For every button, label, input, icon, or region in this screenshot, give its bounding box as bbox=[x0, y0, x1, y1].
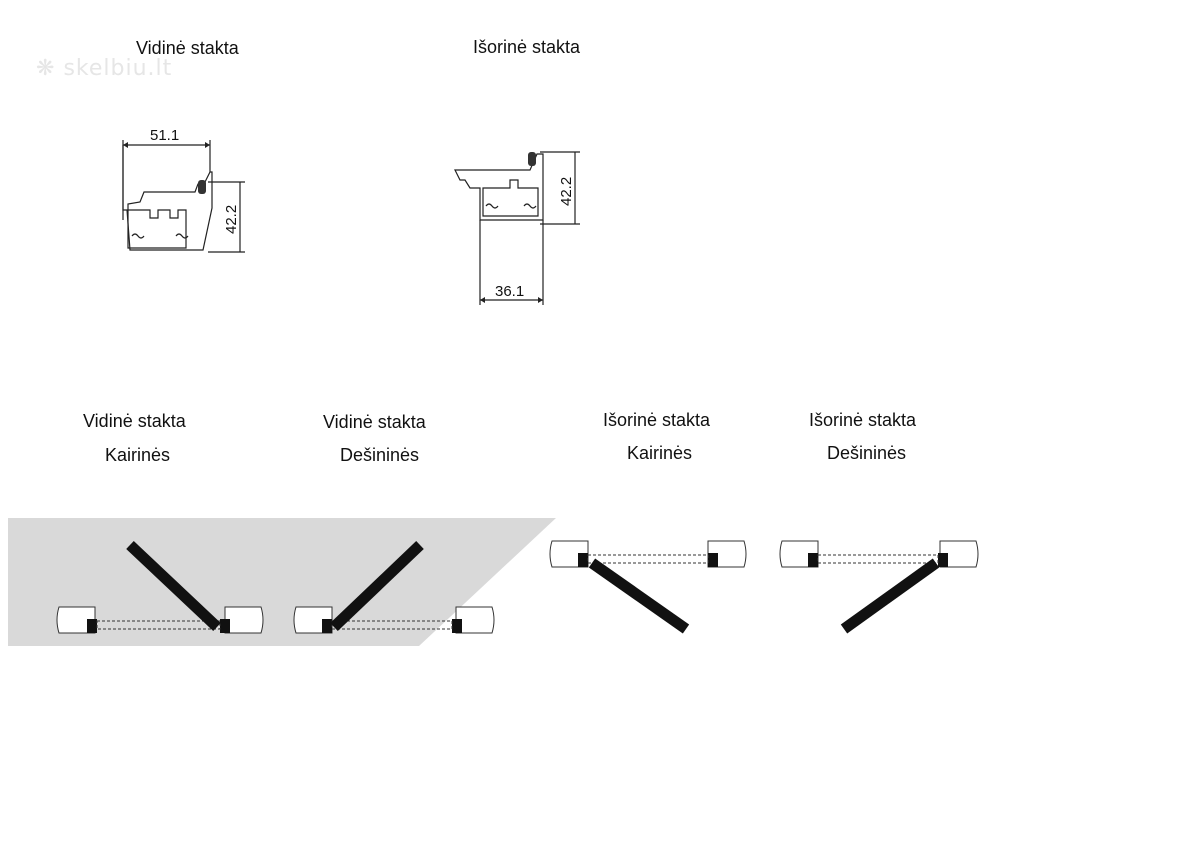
watermark-text: skelbiu.lt bbox=[63, 56, 173, 81]
watermark-logo-icon: ❋ bbox=[36, 56, 64, 81]
frame-left bbox=[808, 553, 818, 567]
d2-line2: Dešininės bbox=[340, 445, 420, 465]
profile-chamber bbox=[127, 209, 187, 249]
wall-right bbox=[939, 540, 979, 568]
seal-icon bbox=[198, 180, 206, 194]
open-door-leaf bbox=[588, 558, 690, 634]
groove-left bbox=[485, 203, 499, 209]
frame-right bbox=[452, 619, 462, 633]
closed-door-outline bbox=[331, 620, 453, 630]
frame-right bbox=[708, 553, 718, 567]
d1-line1: Vidinė stakta bbox=[83, 411, 186, 431]
groove-left bbox=[131, 233, 145, 239]
diagram-inner-right bbox=[293, 541, 495, 634]
right-height-dim: 42.2 bbox=[558, 177, 575, 206]
d4-line1: Išorinė stakta bbox=[809, 410, 917, 430]
closed-door-outline bbox=[587, 554, 709, 564]
diagram-outer-left bbox=[549, 540, 747, 634]
right-width-dim: 36.1 bbox=[495, 283, 524, 300]
left-width-dim: 51.1 bbox=[150, 127, 179, 144]
groove-right bbox=[175, 233, 189, 239]
wall-right bbox=[455, 606, 495, 634]
d3-line1: Išorinė stakta bbox=[603, 410, 711, 430]
open-door-leaf bbox=[330, 541, 424, 631]
closed-door-outline bbox=[817, 554, 939, 564]
arrow-icon bbox=[205, 142, 210, 148]
diagram-outer-right bbox=[779, 540, 979, 634]
watermark: ❋ skelbiu.lt bbox=[36, 56, 172, 81]
groove-right bbox=[523, 203, 537, 209]
arrow-icon bbox=[538, 297, 543, 303]
profile-chamber bbox=[482, 179, 539, 217]
frame-left bbox=[578, 553, 588, 567]
seal-icon bbox=[528, 152, 536, 166]
frame-left bbox=[322, 619, 332, 633]
left-height-dim: 42.2 bbox=[223, 205, 240, 234]
wall-right bbox=[224, 606, 264, 634]
frame-right bbox=[938, 553, 948, 567]
open-door-leaf bbox=[840, 558, 940, 634]
closed-door-outline bbox=[96, 620, 221, 630]
diagram-inner-left bbox=[56, 540, 264, 634]
d4-line2: Dešininės bbox=[827, 443, 907, 463]
arrow-icon bbox=[480, 297, 485, 303]
d1-line2: Kairinės bbox=[105, 445, 171, 465]
arrow-icon bbox=[123, 142, 128, 148]
d2-line1: Vidinė stakta bbox=[323, 412, 426, 432]
outer-frame-profile-drawing: 36.1 42.2 bbox=[454, 151, 580, 305]
right-profile-title: Išorinė stakta bbox=[473, 37, 581, 57]
d3-line2: Kairinės bbox=[627, 443, 693, 463]
frame-right bbox=[220, 619, 230, 633]
open-door-leaf bbox=[126, 540, 221, 632]
frame-left bbox=[87, 619, 97, 633]
left-profile-title: Vidinė stakta bbox=[136, 38, 239, 58]
inner-frame-profile-drawing: 51.1 42.2 bbox=[122, 127, 245, 253]
